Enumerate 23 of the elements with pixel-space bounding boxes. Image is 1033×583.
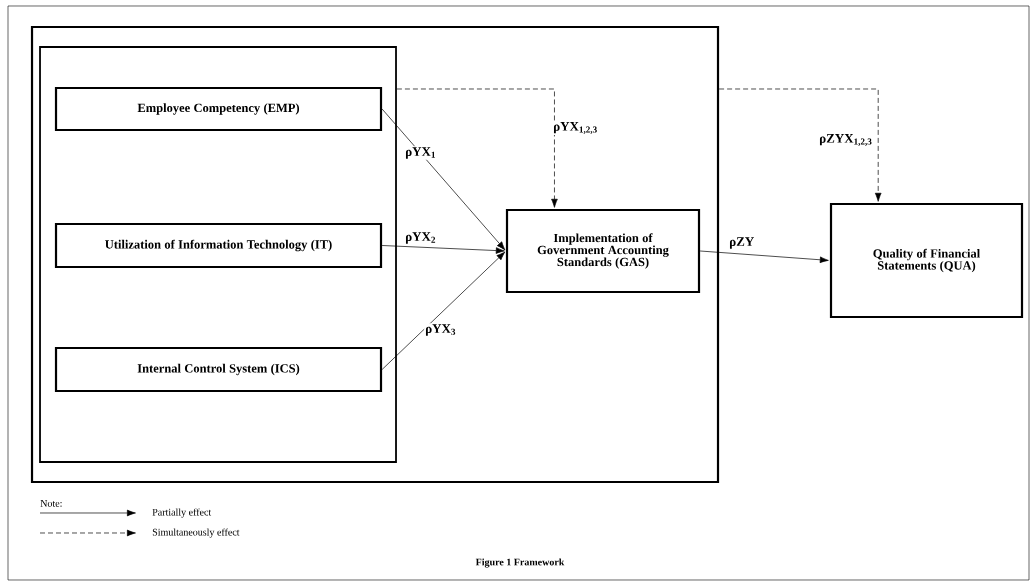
edge-label: ρYX$_{2}$ [406, 232, 436, 244]
edge-label: ρZY [729, 237, 754, 249]
edge-label: ρYX$_{3}$ [426, 324, 456, 336]
note-label: Note: [40, 500, 62, 507]
arrow [381, 251, 506, 370]
arrow [381, 108, 506, 251]
concept-box: Employee Competency (EMP) [54, 86, 383, 132]
edge-label: ρYX$_{1,2,3}$ [553, 122, 597, 134]
arrow [381, 245, 505, 254]
arrow [396, 88, 558, 208]
legend-label: Partially effect [152, 508, 212, 518]
edge-label: ρZYX$_{1,2,3}$ [819, 134, 872, 146]
concept-box: Implementation of Government Accounting Standards (GAS) [505, 208, 701, 294]
concept-box: Utilization of Information Technology (IT) [54, 222, 383, 269]
legend-label: Simultaneously effect [152, 528, 240, 538]
concept-box: Quality of Financial Statements (QUA) [829, 202, 1024, 319]
frame-box [39, 46, 397, 463]
arrow [718, 88, 882, 202]
figure-caption: Figure 1 Framework [475, 558, 565, 568]
frame-box [30, 25, 720, 484]
arrow [699, 250, 829, 264]
concept-box: Internal Control System (ICS) [54, 346, 383, 393]
edge-label: ρYX$_{1}$ [406, 147, 435, 159]
